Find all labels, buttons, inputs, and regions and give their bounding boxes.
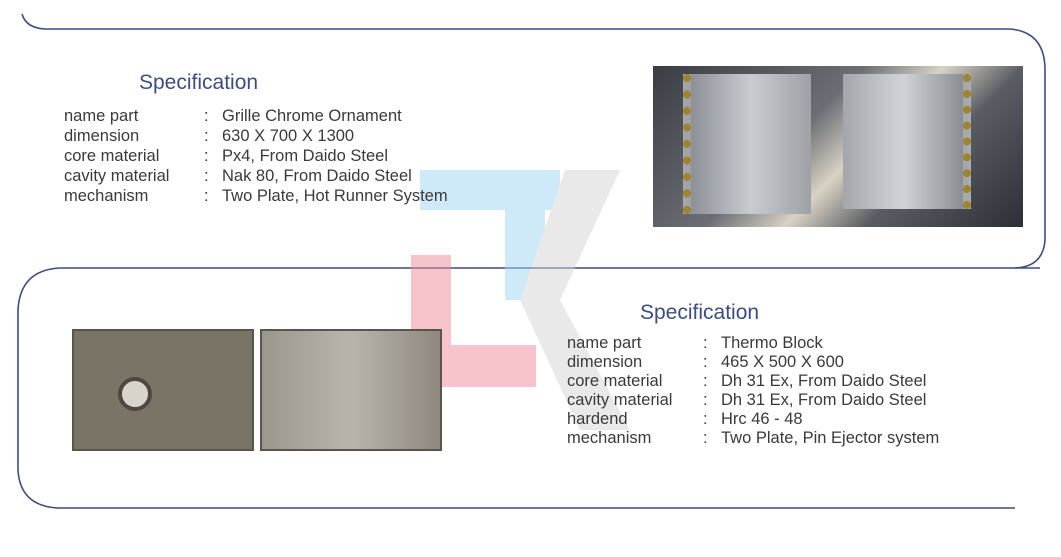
spec-label: core material bbox=[64, 147, 160, 165]
spec-label: name part bbox=[567, 334, 642, 352]
spec-value: Nak 80, From Daido Steel bbox=[222, 167, 412, 185]
spec-separator: : bbox=[703, 334, 708, 352]
spec-separator: : bbox=[204, 107, 209, 125]
spec-row: cavity material: Nak 80, From Daido Steel bbox=[64, 166, 448, 186]
spec-value: Hrc 46 - 48 bbox=[721, 410, 803, 428]
spec-row: cavity material: Dh 31 Ex, From Daido Ste… bbox=[567, 391, 939, 410]
section-1-heading: Specification bbox=[139, 71, 259, 94]
spec-label: mechanism bbox=[64, 187, 149, 205]
spec-value: Px4, From Daido Steel bbox=[222, 147, 388, 165]
spec-label: cavity material bbox=[567, 391, 673, 409]
spec-row: core material: Dh 31 Ex, From Daido Steel bbox=[567, 372, 939, 391]
thermo-block-mold-photo bbox=[70, 327, 450, 455]
spec-separator: : bbox=[204, 147, 209, 165]
spec-separator: : bbox=[703, 353, 708, 371]
spec-value: Thermo Block bbox=[721, 334, 823, 352]
spec-row: hardend: Hrc 46 - 48 bbox=[567, 410, 939, 429]
spec-label: core material bbox=[567, 372, 663, 390]
spec-row: core material: Px4, From Daido Steel bbox=[64, 146, 448, 166]
spec-separator: : bbox=[703, 410, 708, 428]
spec-value: 630 X 700 X 1300 bbox=[222, 127, 355, 145]
spec-row: mechanism: Two Plate, Hot Runner System bbox=[64, 186, 448, 206]
spec-separator: : bbox=[204, 167, 209, 185]
spec-value: 465 X 500 X 600 bbox=[721, 353, 844, 371]
spec-label: dimension bbox=[64, 127, 140, 145]
spec-label: hardend bbox=[567, 410, 628, 428]
spec-separator: : bbox=[204, 187, 209, 205]
spec-label: name part bbox=[64, 107, 139, 125]
spec-value: Two Plate, Pin Ejector system bbox=[721, 429, 940, 447]
section-2-heading: Specification bbox=[640, 301, 760, 324]
spec-separator: : bbox=[204, 127, 209, 145]
spec-row: name part: Grille Chrome Ornament bbox=[64, 106, 448, 126]
spec-value: Two Plate, Hot Runner System bbox=[222, 187, 448, 205]
spec-value: Grille Chrome Ornament bbox=[222, 107, 402, 125]
spec-separator: : bbox=[703, 391, 708, 409]
spec-value: Dh 31 Ex, From Daido Steel bbox=[721, 372, 927, 390]
spec-row: mechanism: Two Plate, Pin Ejector system bbox=[567, 429, 939, 448]
spec-label: dimension bbox=[567, 353, 643, 371]
grille-mold-photo bbox=[653, 66, 1023, 227]
spec-row: dimension:630 X 700 X 1300 bbox=[64, 126, 448, 146]
spec-label: cavity material bbox=[64, 167, 170, 185]
spec-row: dimension:465 X 500 X 600 bbox=[567, 353, 939, 372]
spec-row: name part: Thermo Block bbox=[567, 334, 939, 353]
spec-value: Dh 31 Ex, From Daido Steel bbox=[721, 391, 927, 409]
spec-label: mechanism bbox=[567, 429, 652, 447]
spec-separator: : bbox=[703, 372, 708, 390]
spec-separator: : bbox=[703, 429, 708, 447]
